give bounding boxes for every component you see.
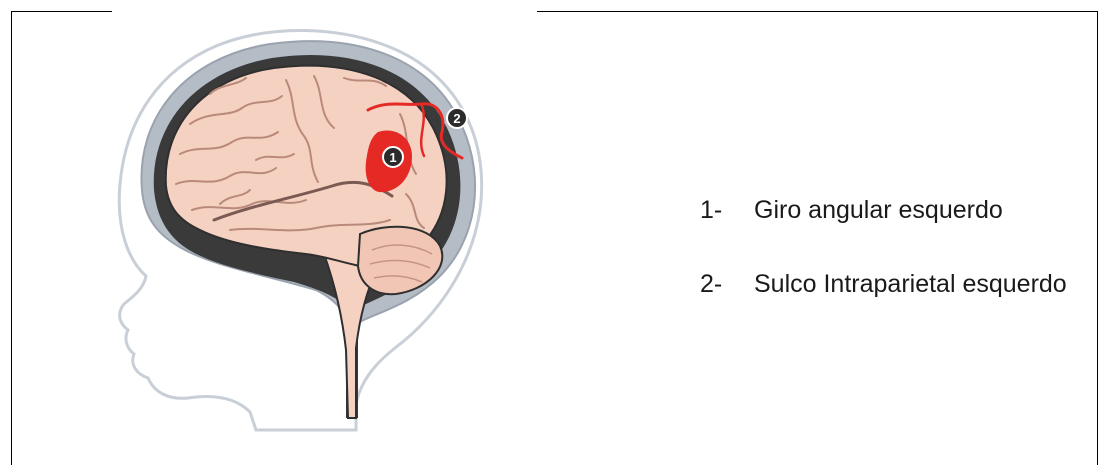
marker-1-label: 1: [389, 150, 396, 165]
marker-2: 2: [447, 108, 467, 128]
legend-number-2: 2-: [700, 264, 722, 304]
legend-number-1: 1-: [700, 190, 722, 230]
legend-text-1: Giro angular esquerdo: [754, 190, 1080, 230]
legend-text-2: Sulco Intraparietal esquerdo: [754, 264, 1080, 304]
brain-illustration: 1 2: [110, 14, 540, 432]
legend-item-1: 1- Giro angular esquerdo: [700, 190, 1080, 230]
marker-1: 1: [383, 147, 403, 167]
marker-2-label: 2: [453, 111, 460, 126]
legend: 1- Giro angular esquerdo 2- Sulco Intrap…: [700, 190, 1080, 304]
legend-item-2: 2- Sulco Intraparietal esquerdo: [700, 264, 1080, 304]
frame-gap: [112, 10, 537, 13]
